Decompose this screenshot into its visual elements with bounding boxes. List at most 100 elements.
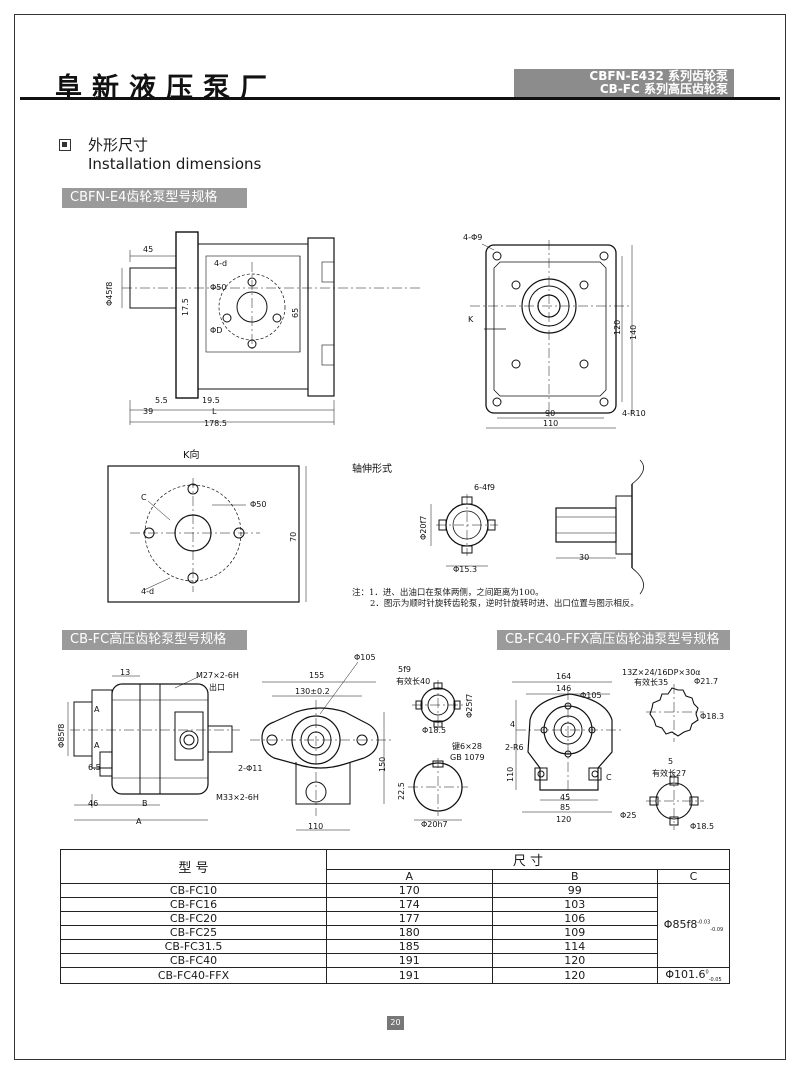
fc-outlet-label: 出口 (209, 682, 225, 692)
ffx-dim-45: 45 (560, 793, 570, 802)
fc-dim-phi105: Φ105 (354, 653, 376, 662)
ffx-dim-4: 4 (510, 720, 515, 729)
cbfn-side-view (121, 231, 420, 425)
row-b: 120 (491, 953, 658, 968)
fc-dim-110: 110 (308, 822, 323, 831)
ffx-dim-5: 5 (668, 757, 673, 766)
ffx-dim-2-r6: 2-R6 (505, 743, 524, 752)
fc-front-view (250, 661, 392, 831)
cbfn-front-view (470, 240, 633, 429)
fc-dim-phi85f8: Φ85f8 (57, 724, 66, 748)
section-square-icon (59, 139, 71, 151)
page-frame (14, 14, 786, 1060)
k-view-title: K向 (183, 448, 200, 461)
dim-19-5: 19.5 (202, 396, 220, 405)
row-a: 191 (326, 966, 493, 985)
fc-front-dimensions: 155 Φ105 130±0.2 2-Φ11 M33×2-6H 150 110 (216, 653, 387, 831)
k-view-dimensions: K向 C Φ50 70 4-d (141, 448, 298, 596)
ffx-spline-dimensions: 13Z×24/16DP×30α 有效长35 Φ21.7 Φ18.3 5 有效长2… (620, 668, 724, 831)
fc-dim-5f9: 5f9 (398, 665, 411, 674)
fc-dim-phi20h7: Φ20h7 (421, 820, 448, 829)
series-line-1: CBFN-E432 系列齿轮泵 (589, 69, 728, 83)
row-a: 174 (326, 897, 493, 912)
row-b: 103 (491, 897, 658, 912)
table-row: CB-FC10 170 99 Φ85f8-0.03-0.09 (60, 883, 730, 968)
header-a: A (326, 869, 493, 884)
shaft-spline-section (430, 494, 498, 567)
fc-gb: GB 1079 (450, 753, 485, 762)
row-b: 114 (491, 939, 658, 954)
row-b: 120 (491, 966, 658, 985)
fc-dim-130: 130±0.2 (295, 687, 330, 696)
fc-side-dimensions: 13 M27×2-6H 出口 Φ85f8 A A 6.5 46 B A (57, 668, 239, 826)
shaft-dim-phi20f7: Φ20f7 (419, 516, 428, 540)
shaft-side (555, 459, 644, 595)
row-model: CB-FC16 (60, 897, 327, 912)
header-c: C (657, 869, 730, 884)
ffx-dim-phi25: Φ25 (620, 811, 636, 820)
dim-phi50: Φ50 (210, 283, 226, 292)
page-number: 20 (387, 1016, 404, 1030)
fc-dim-m27: M27×2-6H (196, 671, 239, 680)
row-a: 177 (326, 911, 493, 926)
k-dim-4d: 4-d (141, 587, 154, 596)
dim-45: 45 (143, 245, 153, 254)
table-row: CB-FC25 180 109 (60, 925, 730, 940)
ffx-spline-spec: 13Z×24/16DP×30α (622, 668, 701, 677)
fc-shaft-dimensions: 5f9 有效长40 Φ18.5 Φ25f7 键6×28 GB 1079 22.5… (396, 665, 485, 829)
row-model: CB-FC40 (60, 953, 327, 968)
ffx-eff27: 有效长27 (652, 768, 686, 778)
notes: 注：1．进、出油口在泵体两侧，之间距离为100。 2．图示为顺时针旋转齿轮泵，逆… (352, 588, 639, 610)
dim-45f8: Φ45f8 (105, 282, 114, 306)
fc-dim-155: 155 (309, 671, 324, 680)
dim-90: 90 (545, 409, 555, 418)
fc-shaft-spline (412, 680, 464, 730)
dim-140: 140 (629, 325, 638, 340)
ffx-front-view (512, 681, 624, 813)
fc-eff40: 有效长40 (396, 676, 430, 686)
fc-side-view (67, 675, 240, 821)
row-b: 99 (491, 883, 658, 898)
fc-dim-m33: M33×2-6H (216, 793, 259, 802)
ffx-dim-110: 110 (506, 767, 515, 782)
header-dimensions: 尺 寸 (326, 849, 730, 870)
cbfn-front-dimensions: 4-Φ9 K 120 140 90 110 4-R10 (463, 233, 646, 428)
ffx-dim-phi105: Φ105 (580, 691, 602, 700)
fc-dim-A2: A (94, 741, 100, 750)
header-rule (20, 97, 780, 100)
fc-dim-13: 13 (120, 668, 130, 677)
ffx-dim-146: 146 (556, 684, 571, 693)
row-a: 170 (326, 883, 493, 898)
table-row: CB-FC20 177 106 (60, 911, 730, 926)
spec-bar-cbfc: CB-FC高压齿轮泵型号规格 (62, 630, 247, 650)
dim-178-5: 178.5 (204, 419, 227, 428)
note-line-1: 注：1．进、出油口在泵体两侧，之间距离为100。 (352, 588, 544, 598)
ffx-dim-120: 120 (556, 815, 571, 824)
note-line-2: 2．图示为顺时针旋转齿轮泵，逆时针旋转时进、出口位置与图示相反。 (370, 599, 639, 609)
fc-dim-A1: A (94, 705, 100, 714)
ffx-dim-C: C (606, 773, 612, 782)
fc-key: 键6×28 (452, 741, 482, 751)
table-header-row: 型 号 尺 寸 (60, 849, 730, 884)
fc-dim-2-phi11: 2-Φ11 (238, 764, 262, 773)
table-row: CB-FC40-FFX 191 120 Φ101.60-0.05 (60, 966, 730, 985)
dim-K: K (468, 315, 474, 324)
fc-dim-A: A (136, 817, 142, 826)
row-model: CB-FC10 (60, 883, 327, 898)
spec-bar-ffx: CB-FC40-FFX高压齿轮油泵型号规格 (497, 630, 730, 650)
ffx-spline-1 (646, 684, 704, 742)
fc-dim-46: 46 (88, 799, 98, 808)
ffx-dim-164: 164 (556, 672, 571, 681)
dimension-table: 型 号 尺 寸 A B C CB-FC10 170 99 Φ85f8-0.03-… (60, 849, 730, 985)
ffx-eff35: 有效长35 (634, 677, 668, 687)
fc-dim-B: B (142, 799, 148, 808)
ffx-front-dimensions: 164 146 Φ105 4 2-R6 110 45 85 120 C (505, 672, 612, 824)
dim-110: 110 (543, 419, 558, 428)
section-title-cn: 外形尺寸 (88, 136, 149, 154)
fc-dim-22-5: 22.5 (397, 782, 406, 800)
row-a: 185 (326, 939, 493, 954)
fc-shaft-key (408, 758, 468, 821)
shaft-dimensions: 轴伸形式 6-4f9 Φ20f7 Φ15.3 30 (352, 462, 589, 574)
row-b: 106 (491, 911, 658, 926)
ffx-spline-2 (646, 772, 704, 830)
